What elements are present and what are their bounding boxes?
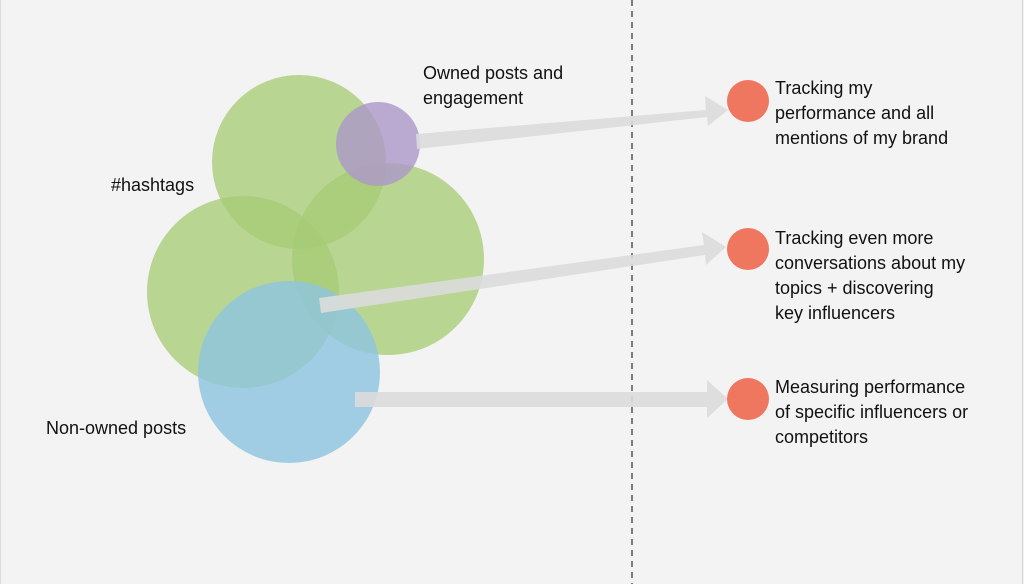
owned-posts-label: Owned posts and engagement [423,63,564,108]
arrow-owned [416,96,728,149]
arrow-non-owned [355,380,728,418]
frame-left-border [0,0,1,584]
outcome-text-1: Tracking my performance and all mentions… [775,78,949,148]
outcome-dot-3 [727,378,769,420]
non-owned-circle [198,281,380,463]
outcome-dot-1 [727,80,769,122]
non-owned-posts-label: Non-owned posts [46,418,187,438]
owned-circle [336,102,420,186]
outcome-dot-2 [727,228,769,270]
outcome-text-3: Measuring performance of specific influe… [775,377,969,447]
hashtags-label: #hashtags [111,175,195,195]
frame-right-border [1022,0,1023,584]
arrow-hashtags [319,232,726,313]
outcome-text-2: Tracking even more conversations about m… [775,228,966,323]
